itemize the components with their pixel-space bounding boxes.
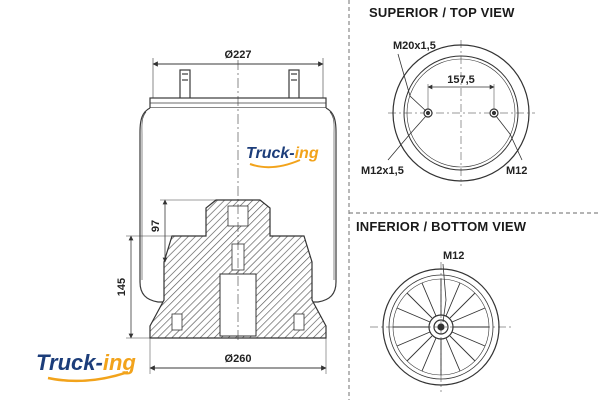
brand-logo: Truck-ing: [36, 350, 136, 383]
label-right-stud: M12: [506, 165, 527, 177]
dim-total-height: 145: [116, 278, 128, 296]
piston-inner-cavity: [219, 273, 257, 337]
top-studs: [179, 69, 300, 101]
top-view-title: SUPERIOR / TOP VIEW: [369, 5, 515, 20]
label-stud-spacing: 157,5: [447, 74, 475, 86]
bottom-view-drawing: [370, 262, 512, 392]
dim-piston-height: 97: [150, 220, 162, 232]
top-view-drawing: [387, 40, 535, 186]
label-center-bolt: M12: [443, 250, 464, 262]
side-view: [126, 58, 337, 374]
label-left-stud: M12x1,5: [361, 165, 404, 177]
svg-text:Truck-ing: Truck-ing: [36, 350, 136, 375]
svg-text:Truck-ing: Truck-ing: [246, 145, 319, 162]
dim-top-diameter: Ø227: [225, 49, 252, 61]
bellow-brand-logo: Truck-ing: [246, 145, 319, 169]
bottom-view-title: INFERIOR / BOTTOM VIEW: [356, 219, 527, 234]
label-air-fitting: M20x1,5: [393, 40, 436, 52]
dim-bottom-diameter: Ø260: [225, 353, 252, 365]
